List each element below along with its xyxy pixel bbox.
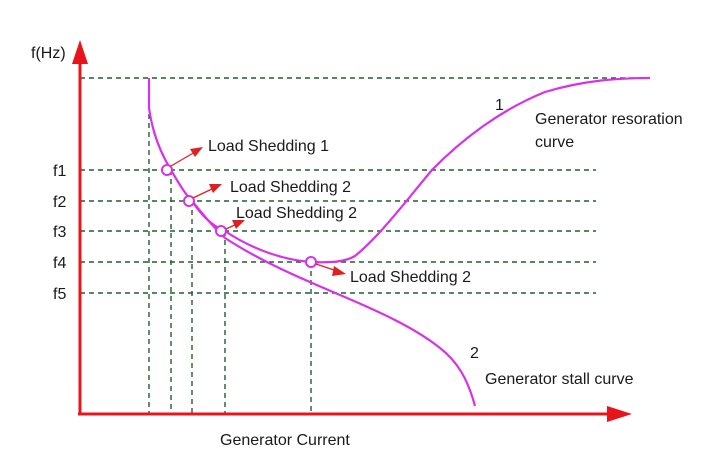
shedding-point-3-marker [215,225,227,237]
curve-2-number: 2 [470,345,479,362]
x-axis-label: Generator Current [220,432,350,449]
curve-2-name-line1: Generator stall curve [485,371,634,388]
shedding-1-arrow-icon [190,147,203,157]
shedding-point-1-marker [161,164,173,176]
shedding-4-arrow-icon [332,266,346,276]
shedding-point-2-marker [183,195,195,207]
tick-label-f4: f4 [53,255,66,272]
tick-label-f2: f2 [53,194,66,211]
curve-1-name-line1: Generator resoration [535,111,683,128]
x-axis-arrow-icon [607,406,632,422]
shedding-1-label: Load Shedding 1 [208,138,329,155]
shedding-2-arrow-icon [209,184,222,193]
generator-restoration-curve [191,76,651,264]
shedding-2-arrow-line [192,187,215,199]
shedding-4-label: Load Shedding 2 [350,269,471,286]
tick-label-f3: f3 [53,224,66,241]
y-axis-label: f(Hz) [31,45,66,62]
generator-stall-curve [147,78,477,407]
shedding-point-4-marker [305,256,317,268]
tick-label-f5: f5 [53,286,66,303]
shedding-1-arrow-line [170,151,196,167]
shedding-3-label: Load Shedding 2 [236,205,357,222]
y-axis-arrow-icon [72,40,88,64]
shedding-2-label: Load Shedding 2 [230,179,351,196]
shedding-3-arrow-icon [232,220,245,229]
curve-1-number: 1 [495,97,504,114]
tick-label-f1: f1 [53,163,66,180]
curve-1-name-line2: curve [535,134,574,151]
